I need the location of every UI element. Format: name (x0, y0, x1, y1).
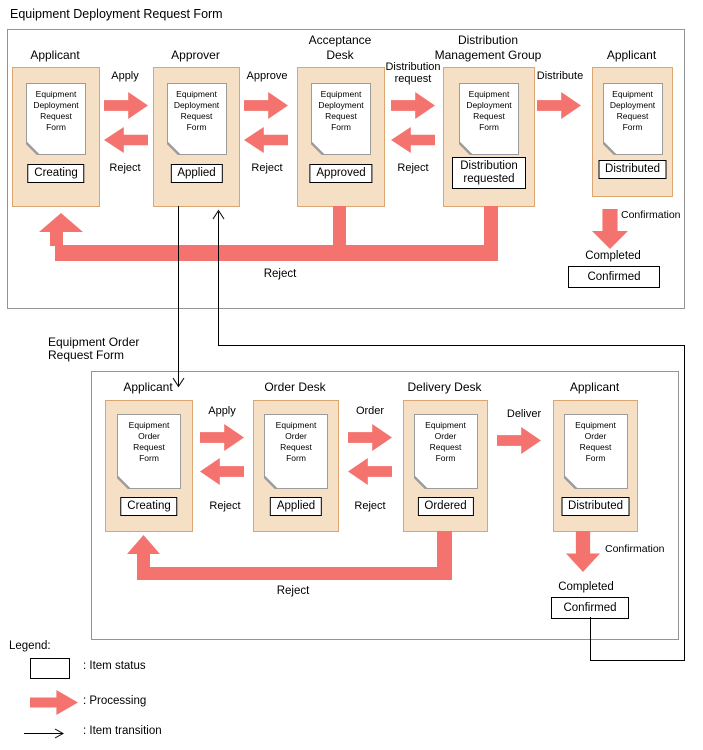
reject-path-stem (50, 231, 63, 246)
panel-applicant-distributed-2: Equipment Order Request Form Distributed (553, 400, 638, 532)
document-icon: Equipment Deployment Request Form (602, 83, 663, 155)
document-icon: Equipment Deployment Request Form (26, 83, 86, 155)
role-label-applicant-4: Applicant (569, 379, 620, 394)
document-name: Equipment Deployment Request Form (609, 89, 656, 132)
role-label-order-desk: Order Desk (264, 379, 326, 394)
panel-delivery-desk-ordered: Equipment Order Request Form Ordered (403, 400, 488, 532)
confirmed-status-badge-2: Confirmed (551, 597, 629, 619)
flow-label-deliver: Deliver (506, 408, 542, 420)
status-badge: Distributed (598, 160, 667, 179)
panel-applicant-creating: Equipment Deployment Request Form Creati… (12, 67, 100, 207)
flow-label-reject-2: Reject (251, 162, 283, 174)
status-badge: Applied (170, 164, 223, 183)
flow-label-reject-5: Reject (354, 500, 386, 512)
legend-item-status-symbol (30, 658, 70, 679)
folded-corner-icon (563, 476, 577, 489)
role-label-distribution-management-group: Distribution Management Group (434, 33, 542, 62)
status-badge: Applied (269, 497, 323, 516)
confirmed-status-badge: Confirmed (568, 266, 660, 288)
reject-path-stem-2 (137, 554, 150, 568)
panel-distribution-requested: Equipment Deployment Request Form Distri… (443, 67, 535, 207)
document-name: Equipment Deployment Request Form (466, 89, 512, 132)
reject-return-label: Reject (263, 268, 297, 280)
legend-item-status-label: : Item status (83, 660, 146, 672)
panel-acceptance-approved: Equipment Deployment Request Form Approv… (297, 67, 385, 207)
document-icon: Equipment Deployment Request Form (311, 83, 371, 155)
panel-approver-applied: Equipment Deployment Request Form Applie… (153, 67, 240, 207)
flow-label-reject-4: Reject (209, 500, 241, 512)
flow-label-distribution-request: Distribution request (385, 61, 441, 85)
document-icon: Equipment Deployment Request Form (166, 83, 227, 155)
confirmation-label: Confirmation (621, 209, 681, 221)
legend-heading: Legend: (9, 640, 51, 652)
flow-label-apply: Apply (111, 70, 139, 82)
panel-applicant-distributed: Equipment Deployment Request Form Distri… (592, 67, 673, 197)
folded-corner-icon (117, 476, 130, 489)
status-badge: Distributed (561, 497, 630, 516)
reject-return-label-2: Reject (276, 585, 310, 597)
legend-processing-label: : Processing (83, 695, 147, 707)
document-name: Equipment Order Request Form (275, 420, 317, 463)
folded-corner-icon (413, 476, 427, 489)
panel-applicant-creating-2: Equipment Order Request Form Creating (105, 400, 193, 532)
document-name: Equipment Deployment Request Form (33, 89, 79, 132)
flow-label-apply-2: Apply (208, 405, 236, 417)
status-badge: Distribution requested (452, 157, 526, 189)
flow-label-distribute: Distribute (536, 70, 584, 82)
folded-corner-icon (602, 142, 616, 155)
status-badge: Creating (120, 497, 178, 516)
reject-path-horizontal (55, 245, 498, 261)
flow-label-approve: Approve (246, 70, 288, 82)
document-icon: Equipment Deployment Request Form (459, 83, 519, 155)
completed-label: Completed (585, 250, 641, 262)
role-label-applicant-3: Applicant (123, 379, 173, 394)
legend-transition-arrow-icon (24, 728, 65, 739)
role-label-delivery-desk: Delivery Desk (407, 379, 482, 394)
completed-label-2: Completed (558, 581, 614, 593)
status-badge: Ordered (417, 497, 474, 516)
folded-corner-icon (264, 476, 277, 489)
status-badge: Creating (27, 164, 85, 183)
document-icon: Equipment Order Request Form (117, 414, 181, 489)
confirmation-label-2: Confirmation (605, 543, 665, 555)
role-label-approver: Approver (171, 47, 220, 62)
legend-item-transition-label: : Item transition (83, 725, 162, 737)
document-icon: Equipment Order Request Form (563, 414, 628, 489)
flow-label-reject-1: Reject (109, 162, 141, 174)
document-name: Equipment Deployment Request Form (173, 89, 220, 132)
folded-corner-icon (311, 142, 324, 155)
document-name: Equipment Order Request Form (425, 420, 466, 463)
reject-path-horizontal-2 (137, 567, 452, 580)
role-label-acceptance-desk: Acceptance Desk (308, 33, 372, 62)
document-name: Equipment Deployment Request Form (318, 89, 364, 132)
legend-processing-arrow-icon (30, 690, 78, 715)
folded-corner-icon (459, 142, 472, 155)
status-badge: Approved (309, 164, 373, 183)
panel-order-desk-applied: Equipment Order Request Form Applied (253, 400, 339, 532)
page-title: Equipment Deployment Request Form (10, 7, 223, 21)
flow-label-order: Order (355, 405, 385, 417)
folded-corner-icon (26, 142, 39, 155)
document-icon: Equipment Order Request Form (413, 414, 478, 489)
document-name: Equipment Order Request Form (575, 420, 616, 463)
document-icon: Equipment Order Request Form (264, 414, 328, 489)
role-label-applicant-1: Applicant (30, 47, 80, 62)
document-name: Equipment Order Request Form (128, 420, 170, 463)
order-form-title: Equipment Order Request Form (48, 335, 140, 362)
role-label-applicant-2: Applicant (606, 47, 657, 62)
flow-label-reject-3: Reject (397, 162, 429, 174)
folded-corner-icon (166, 142, 180, 155)
